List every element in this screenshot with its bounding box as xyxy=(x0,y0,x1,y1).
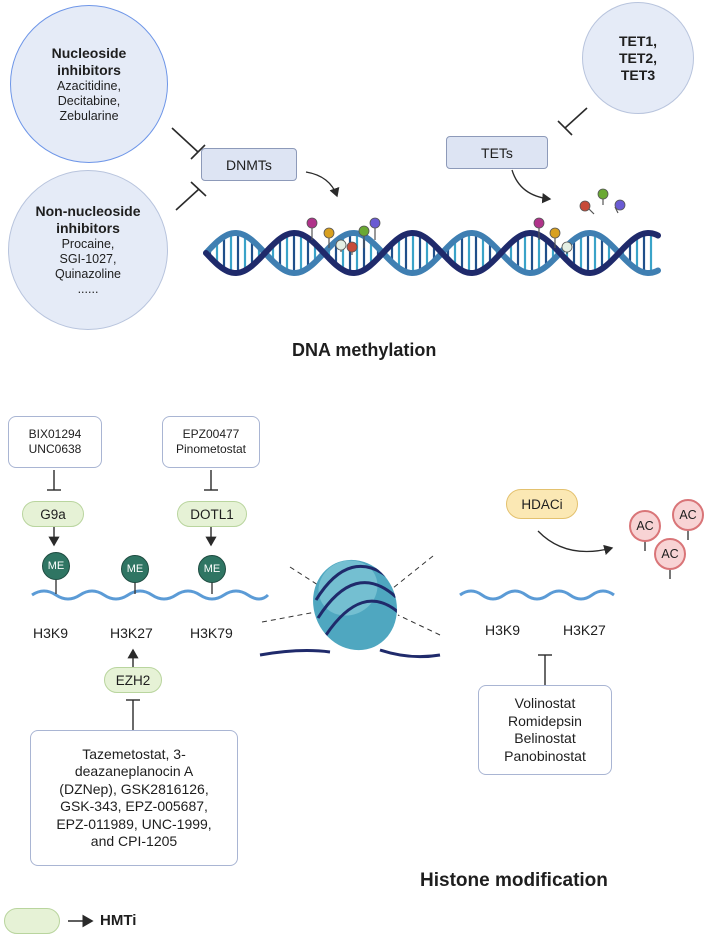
methyl-mark-h3k9: ME xyxy=(42,552,70,580)
ezh2-pill: EZH2 xyxy=(104,667,162,693)
drug-name: Zebularine xyxy=(59,108,119,123)
methyl-mark-h3k79: ME xyxy=(198,555,226,583)
dotl1-pill: DOTL1 xyxy=(177,501,247,527)
tet-member: TET2, xyxy=(618,49,658,66)
drug-name: Procaine, xyxy=(61,237,115,251)
histone-tail-left xyxy=(31,589,270,601)
arrow-tets-to-dna xyxy=(511,169,552,204)
dna-methylation-heading: DNA methylation xyxy=(292,340,437,360)
mark-h3k27-right: H3K27 xyxy=(563,622,606,638)
nucleoside-title-line1: Nucleoside xyxy=(51,44,127,61)
histone-modification-heading: Histone modification xyxy=(420,870,608,891)
nucleosome xyxy=(259,555,441,659)
dnmts-box: DNMTs xyxy=(201,148,297,181)
drug-name: GSK-343, EPZ-005687, xyxy=(60,798,208,814)
acetyl-mark: AC xyxy=(654,538,686,570)
legend-hmti-label: HMTi xyxy=(100,912,137,929)
drug-name: SGI-1027, xyxy=(59,252,117,266)
drug-name: Belinostat xyxy=(514,730,576,746)
histone-tail-right xyxy=(459,589,615,601)
non-nucleoside-title-line2: inhibitors xyxy=(56,220,120,236)
ezh2-inhibitor-box: Tazemetostat, 3- deazaneplanocin A (DZNe… xyxy=(30,730,238,866)
acetyl-mark: AC xyxy=(629,510,661,542)
g9a-pill: G9a xyxy=(22,501,84,527)
drug-name: EPZ00477 xyxy=(182,427,240,441)
tet-family-circle: TET1, TET2, TET3 xyxy=(582,2,694,114)
drug-name: (DZNep), GSK2816126, xyxy=(59,780,209,797)
dna-strand-front xyxy=(203,230,661,276)
tets-box: TETs xyxy=(446,136,548,169)
mark-h3k79-left: H3K79 xyxy=(190,625,233,641)
arrow-dnmts-to-dna xyxy=(305,171,340,198)
mark-h3k9-left: H3K9 xyxy=(33,625,69,641)
g9a-inhibitor-box: BIX01294 UNC0638 xyxy=(8,416,102,468)
arrow-hdaci-to-ac xyxy=(537,530,614,555)
drug-name: BIX01294 xyxy=(28,427,82,441)
drug-name: Azacitidine, xyxy=(57,78,121,93)
hdac-inhibitor-box: Volinostat Romidepsin Belinostat Panobin… xyxy=(478,685,612,775)
drug-name: Romidepsin xyxy=(508,712,582,729)
hdaci-pill: HDACi xyxy=(506,489,578,519)
non-nucleoside-title-line1: Non-nucleoside xyxy=(35,203,141,219)
inhibition-tet-circle-to-tets xyxy=(557,107,588,136)
tet-member: TET3 xyxy=(620,66,656,83)
dotl1-inhibitor-box: EPZ00477 Pinometostat xyxy=(162,416,260,468)
mark-h3k27-left: H3K27 xyxy=(110,625,153,641)
drug-name: Decitabine, xyxy=(57,93,121,108)
drug-name: Pinometostat xyxy=(175,442,247,456)
drug-name: Volinostat xyxy=(514,695,576,711)
inhibition-nucleoside-to-dnmts xyxy=(171,127,206,160)
drug-name: Tazemetostat, 3- xyxy=(82,745,186,762)
drug-name: Panobinostat xyxy=(504,747,586,764)
mark-h3k9-right: H3K9 xyxy=(485,622,521,638)
released-methyl-groups xyxy=(579,188,626,215)
dna-strand-back xyxy=(203,230,661,276)
drug-name: UNC0638 xyxy=(28,442,82,456)
drug-name: ...... xyxy=(77,282,99,296)
drug-name: EPZ-011989, UNC-1999, xyxy=(56,815,212,832)
inhibition-nonnucleoside-to-dnmts xyxy=(175,181,207,211)
legend-hmti-swatch xyxy=(4,908,60,934)
methyl-groups-on-dna xyxy=(306,217,573,255)
nucleoside-title-line2: inhibitors xyxy=(57,61,121,78)
nucleoside-inhibitors-circle: Nucleoside inhibitors Azacitidine, Decit… xyxy=(10,5,168,163)
dna-double-helix xyxy=(203,230,661,276)
methyl-mark-h3k27: ME xyxy=(121,555,149,583)
tet-member: TET1, xyxy=(618,32,658,49)
drug-name: deazaneplanocin A xyxy=(74,763,194,779)
acetyl-mark: AC xyxy=(672,499,704,531)
non-nucleoside-inhibitors-circle: Non-nucleoside inhibitors Procaine, SGI-… xyxy=(8,170,168,330)
drug-name: Quinazoline xyxy=(54,267,121,281)
drug-name: and CPI-1205 xyxy=(90,833,178,849)
